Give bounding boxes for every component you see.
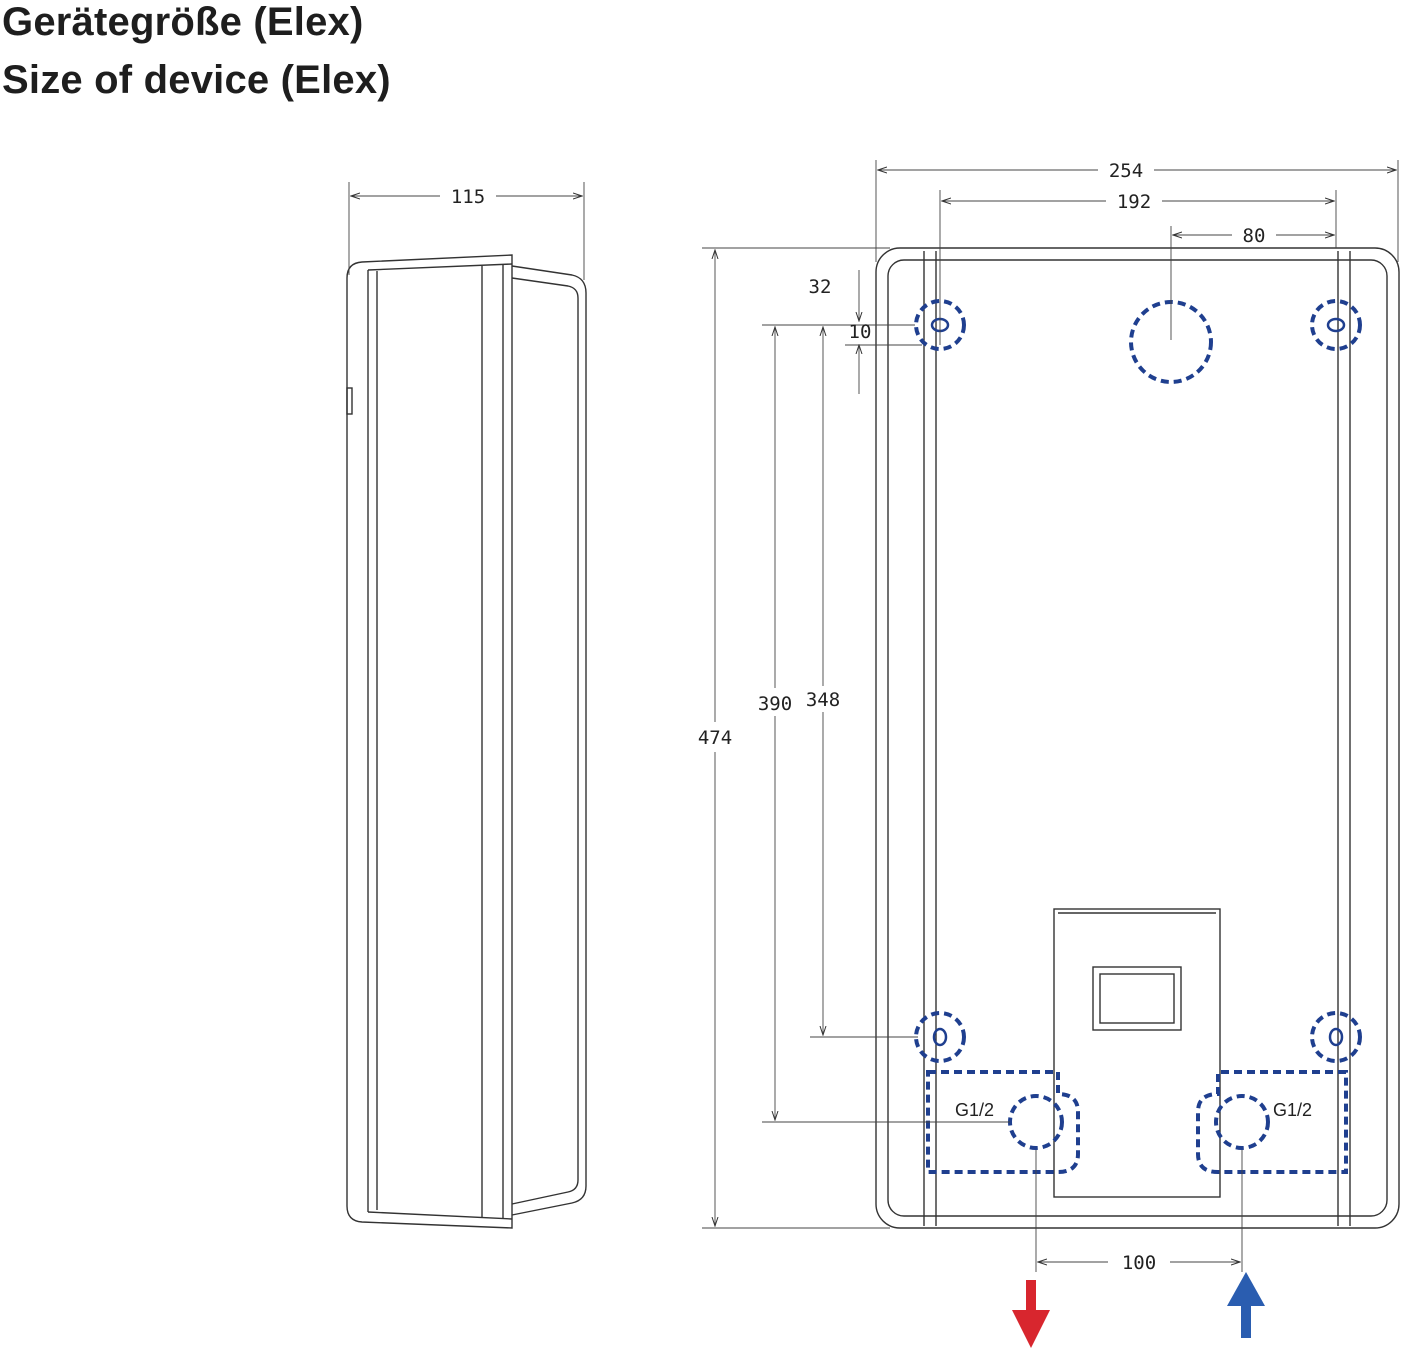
connection-height-label: 390 bbox=[758, 693, 792, 715]
connection-label-right: G1/2 bbox=[1273, 1100, 1312, 1120]
center-offset-dimension bbox=[1170, 226, 1334, 340]
cold-water-inlet-arrow bbox=[1227, 1272, 1265, 1338]
hot-water-outlet-arrow bbox=[1012, 1280, 1050, 1348]
mount-hole-bottom-left bbox=[914, 1011, 966, 1063]
mount-vertical-dimension bbox=[810, 327, 918, 1038]
height-dimension bbox=[702, 247, 890, 1229]
mount-hole-top-right bbox=[1310, 299, 1362, 351]
hole-offset-label: 10 bbox=[849, 321, 872, 343]
width-dimension bbox=[875, 160, 1399, 262]
mount-hole-bottom-right bbox=[1310, 1011, 1362, 1063]
connection-zone-right bbox=[1196, 1070, 1348, 1174]
keyhole-slots bbox=[930, 317, 1346, 1047]
height-label: 474 bbox=[698, 727, 732, 749]
depth-dimension: 115 bbox=[348, 182, 585, 280]
title-english: Size of device (Elex) bbox=[2, 58, 391, 102]
mount-spacing-label: 192 bbox=[1117, 191, 1151, 213]
mounting-marks bbox=[914, 299, 1362, 1174]
top-offset-label: 32 bbox=[809, 276, 832, 298]
side-view bbox=[346, 254, 587, 1229]
pipe-connection-right bbox=[1214, 1094, 1270, 1150]
front-view bbox=[875, 247, 1400, 1229]
mount-vertical-label: 348 bbox=[806, 689, 840, 711]
connection-label-left: G1/2 bbox=[955, 1100, 994, 1120]
connection-spacing-dimension bbox=[1035, 1150, 1243, 1272]
connection-zone-left bbox=[926, 1070, 1080, 1174]
connection-spacing-label: 100 bbox=[1122, 1252, 1156, 1274]
top-offset-dimension bbox=[845, 270, 922, 394]
title-german: Gerätegröße (Elex) bbox=[2, 0, 364, 44]
connection-height-dimension bbox=[762, 324, 1010, 1123]
depth-label: 115 bbox=[451, 186, 485, 208]
center-offset-label: 80 bbox=[1243, 225, 1266, 247]
mount-spacing-dimension bbox=[939, 190, 1337, 345]
mount-hole-top-left bbox=[914, 299, 966, 351]
width-label: 254 bbox=[1109, 160, 1143, 182]
